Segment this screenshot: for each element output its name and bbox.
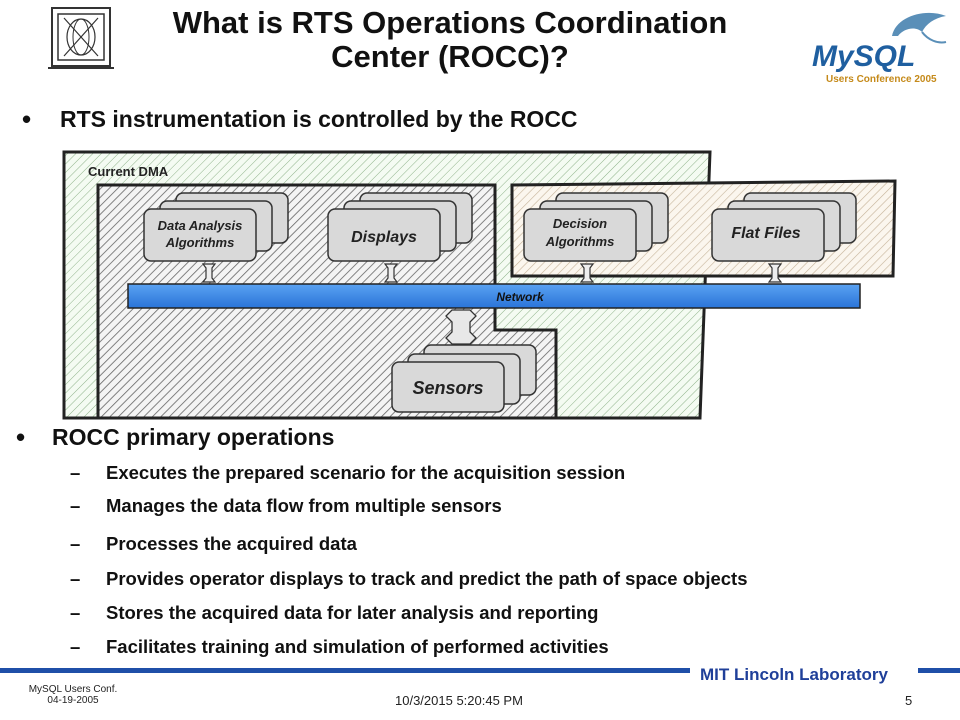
data-analysis-box: Data Analysis Algorithms bbox=[143, 192, 289, 262]
dolphin-icon bbox=[892, 12, 946, 36]
bullet-rocc-operations: • ROCC primary operations bbox=[16, 422, 335, 452]
mysql-conference-logo: MySQL Users Conference 2005 bbox=[806, 6, 954, 88]
slide-datetime: 10/3/2015 5:20:45 PM bbox=[395, 693, 523, 708]
footer-rule-left bbox=[0, 668, 690, 673]
current-dma-label: Current DMA bbox=[88, 164, 169, 179]
svg-text:Sensors: Sensors bbox=[412, 378, 483, 398]
flat-files-box: Flat Files bbox=[711, 192, 857, 262]
svg-text:Data Analysis: Data Analysis bbox=[158, 218, 243, 233]
sensors-box: Sensors bbox=[391, 344, 537, 413]
lincoln-lab-logo bbox=[44, 4, 118, 72]
svg-text:Users Conference 2005: Users Conference 2005 bbox=[826, 74, 937, 85]
decision-algorithms-box: Decision Algorithms bbox=[523, 192, 669, 262]
displays-box: Displays bbox=[327, 192, 473, 262]
svg-text:Displays: Displays bbox=[351, 229, 417, 246]
network-sensors-arrow bbox=[445, 309, 477, 345]
svg-text:MySQL: MySQL bbox=[812, 40, 915, 73]
conference-note: MySQL Users Conf. 04-19-2005 bbox=[28, 684, 118, 706]
svg-text:Algorithms: Algorithms bbox=[165, 235, 235, 250]
svg-text:Decision: Decision bbox=[553, 216, 607, 231]
network-bar: Network bbox=[127, 283, 861, 309]
svg-text:Algorithms: Algorithms bbox=[545, 234, 615, 249]
bullet-rts-instrumentation: • RTS instrumentation is controlled by t… bbox=[22, 104, 578, 134]
lab-name: MIT Lincoln Laboratory bbox=[700, 665, 888, 684]
svg-text:Network: Network bbox=[496, 290, 545, 304]
footer-rule-right bbox=[918, 668, 960, 673]
page-number: 5 bbox=[905, 693, 913, 708]
page-title: What is RTS Operations Coordination Cent… bbox=[172, 5, 728, 74]
svg-text:Flat Files: Flat Files bbox=[731, 225, 800, 242]
connector-arrows bbox=[201, 263, 783, 283]
